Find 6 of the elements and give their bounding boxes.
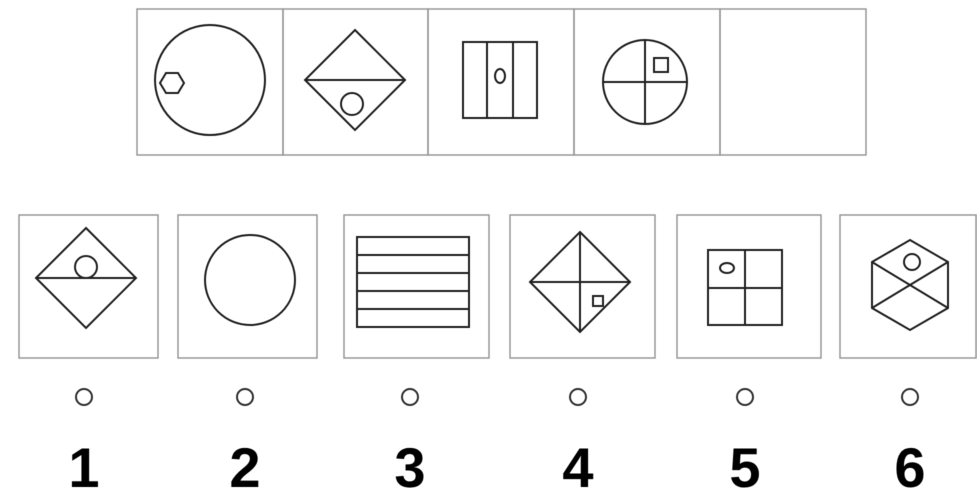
- option-number: 6: [894, 440, 926, 491]
- option-number: 2: [229, 440, 261, 491]
- option-number: 1: [68, 440, 100, 491]
- option-number: 3: [394, 440, 426, 491]
- option-number: 5: [729, 440, 761, 491]
- option-number: 4: [562, 440, 594, 491]
